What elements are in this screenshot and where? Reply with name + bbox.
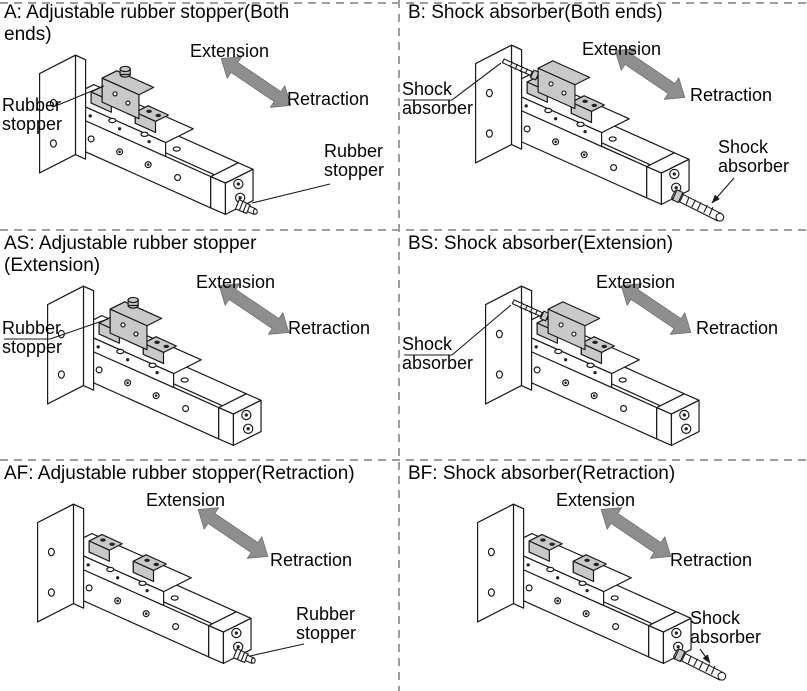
part-label-rubber-stopper-end: Rubber stopper xyxy=(296,604,357,643)
leader-line xyxy=(57,85,105,106)
extension-label: Extension xyxy=(582,39,662,59)
slide-cylinder-body xyxy=(47,285,262,446)
extension-label: Extension xyxy=(556,490,636,510)
extension-label: Extension xyxy=(196,272,276,292)
extension-label: Extension xyxy=(190,41,270,61)
dashed-divider-row2 xyxy=(0,459,807,461)
leader-line xyxy=(404,62,502,101)
variant-panel-bf: BF: Shock absorber(Retraction) Extension… xyxy=(400,461,807,691)
dashed-divider-top xyxy=(0,2,807,4)
variant-panel-af: AF: Adjustable rubber stopper(Retraction… xyxy=(0,461,400,691)
part-label-rubber-stopper-end: Rubber stopper xyxy=(324,141,385,180)
cylinder-illustration-bs xyxy=(404,274,700,446)
variant-title-af: AF: Adjustable rubber stopper(Retraction… xyxy=(4,463,355,484)
variant-panel-bs: BS: Shock absorber(Extension) Extension … xyxy=(400,231,807,461)
extension-label: Extension xyxy=(146,490,226,510)
variant-title-as: AS: Adjustable rubber stopper (Extension… xyxy=(4,233,257,277)
slide-cylinder-drawing xyxy=(47,285,262,446)
retraction-label: Retraction xyxy=(690,85,773,105)
slide-cylinder-drawing xyxy=(475,44,725,222)
retraction-label: Retraction xyxy=(670,550,753,570)
dashed-divider-row1 xyxy=(0,229,807,231)
leader-line xyxy=(711,177,735,204)
leader-line xyxy=(404,304,512,356)
leader-line xyxy=(4,318,109,340)
retraction-label: Retraction xyxy=(696,318,779,338)
cylinder-illustration-b xyxy=(404,39,735,222)
slide-cylinder-body xyxy=(475,44,690,205)
retraction-label: Retraction xyxy=(287,89,370,109)
variant-panel-as: AS: Adjustable rubber stopper (Extension… xyxy=(0,231,400,461)
part-label-shock-absorber-top: Shock absorber xyxy=(402,334,474,373)
part-label-shock-absorber-end: Shock absorber xyxy=(718,137,790,176)
leader-line xyxy=(251,183,331,204)
leader-line xyxy=(699,648,711,664)
leader-line xyxy=(249,643,305,657)
cylinder-illustration-bf xyxy=(477,498,727,681)
variant-title-a: A: Adjustable rubber stopper(Both ends) xyxy=(4,2,290,46)
dashed-divider-center xyxy=(398,0,400,691)
variant-title-bf: BF: Shock absorber(Retraction) xyxy=(408,463,676,484)
part-label-shock-absorber-end: Shock absorber xyxy=(690,608,762,647)
part-label-shock-absorber-top: Shock absorber xyxy=(402,79,474,118)
extension-label: Extension xyxy=(596,272,676,292)
shock-absorber-retraction xyxy=(673,648,727,681)
slide-cylinder-body xyxy=(477,503,692,664)
slide-cylinder-drawing xyxy=(477,503,727,681)
retraction-label: Retraction xyxy=(288,318,371,338)
retraction-label: Retraction xyxy=(270,550,353,570)
slide-cylinder-drawing xyxy=(39,54,258,215)
slide-cylinder-body xyxy=(39,54,254,215)
cylinder-illustration-a xyxy=(39,47,331,215)
variant-panel-a: A: Adjustable rubber stopper(Both ends) … xyxy=(0,0,400,223)
shock-absorber-retraction xyxy=(671,189,725,222)
variant-title-bs: BS: Shock absorber(Extension) xyxy=(408,233,674,254)
variant-title-b: B: Shock absorber(Both ends) xyxy=(408,2,663,23)
cylinder-illustration-as xyxy=(4,274,297,446)
variant-panel-b: B: Shock absorber(Both ends) Extension R… xyxy=(400,0,807,223)
part-label-rubber-stopper-top: Rubber stopper xyxy=(2,318,63,357)
cylinder-illustration-af xyxy=(37,498,305,664)
part-label-rubber-stopper-top: Rubber stopper xyxy=(2,95,63,134)
